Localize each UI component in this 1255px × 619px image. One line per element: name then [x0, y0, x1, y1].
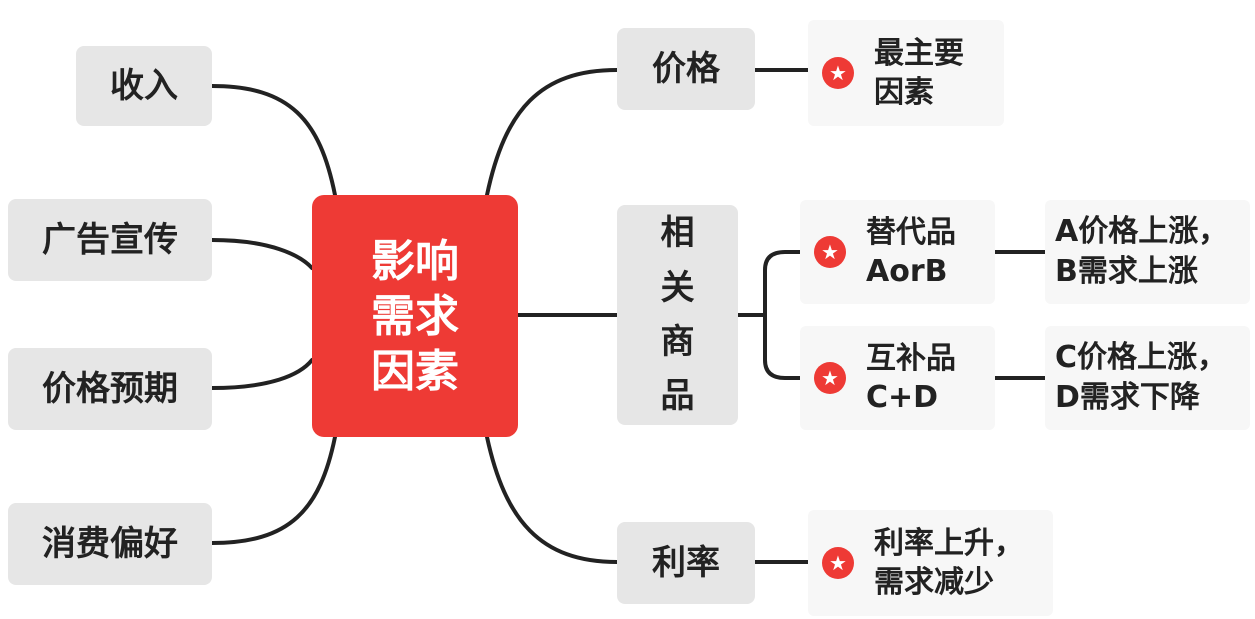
star-icon: ★ — [814, 236, 846, 268]
leaf-interest-effect[interactable]: ★ 利率上升， 需求减少 — [808, 510, 1053, 616]
star-icon: ★ — [822, 547, 854, 579]
leaf-price-main-factor[interactable]: ★ 最主要 因素 — [808, 20, 1004, 126]
node-price[interactable]: 价格 — [617, 28, 755, 110]
connector-preference — [210, 435, 337, 545]
star-icon: ★ — [822, 57, 854, 89]
node-income[interactable]: 收入 — [76, 46, 212, 126]
leaf-substitute-effect[interactable]: A价格上涨， B需求上涨 — [1045, 200, 1250, 304]
leaf-complement-effect[interactable]: C价格上涨， D需求下降 — [1045, 326, 1250, 430]
leaf-substitute[interactable]: ★ 替代品 AorB — [800, 200, 995, 304]
node-price-expectation[interactable]: 价格预期 — [8, 348, 212, 430]
leaf-interest-effect-text: 利率上升， 需求减少 — [874, 526, 1024, 600]
center-node[interactable]: 影响 需求 因素 — [312, 195, 518, 437]
node-related-goods[interactable]: 相 关 商 品 — [617, 205, 738, 425]
connector-price — [485, 68, 619, 197]
connector-advertising — [210, 238, 314, 270]
connector-income — [210, 84, 337, 197]
leaf-substitute-text: 替代品 AorB — [866, 215, 956, 289]
connector-complement — [763, 313, 802, 380]
node-interest-rate[interactable]: 利率 — [617, 522, 755, 604]
node-consumer-preference[interactable]: 消费偏好 — [8, 503, 212, 585]
leaf-complement-text: 互补品 C+D — [866, 341, 956, 415]
leaf-price-main-factor-text: 最主要 因素 — [874, 36, 964, 110]
node-advertising[interactable]: 广告宣传 — [8, 199, 212, 281]
leaf-complement[interactable]: ★ 互补品 C+D — [800, 326, 995, 430]
connector-price-expectation — [210, 358, 314, 390]
connector-interest — [485, 435, 619, 564]
connector-substitute — [763, 250, 802, 317]
star-icon: ★ — [814, 362, 846, 394]
